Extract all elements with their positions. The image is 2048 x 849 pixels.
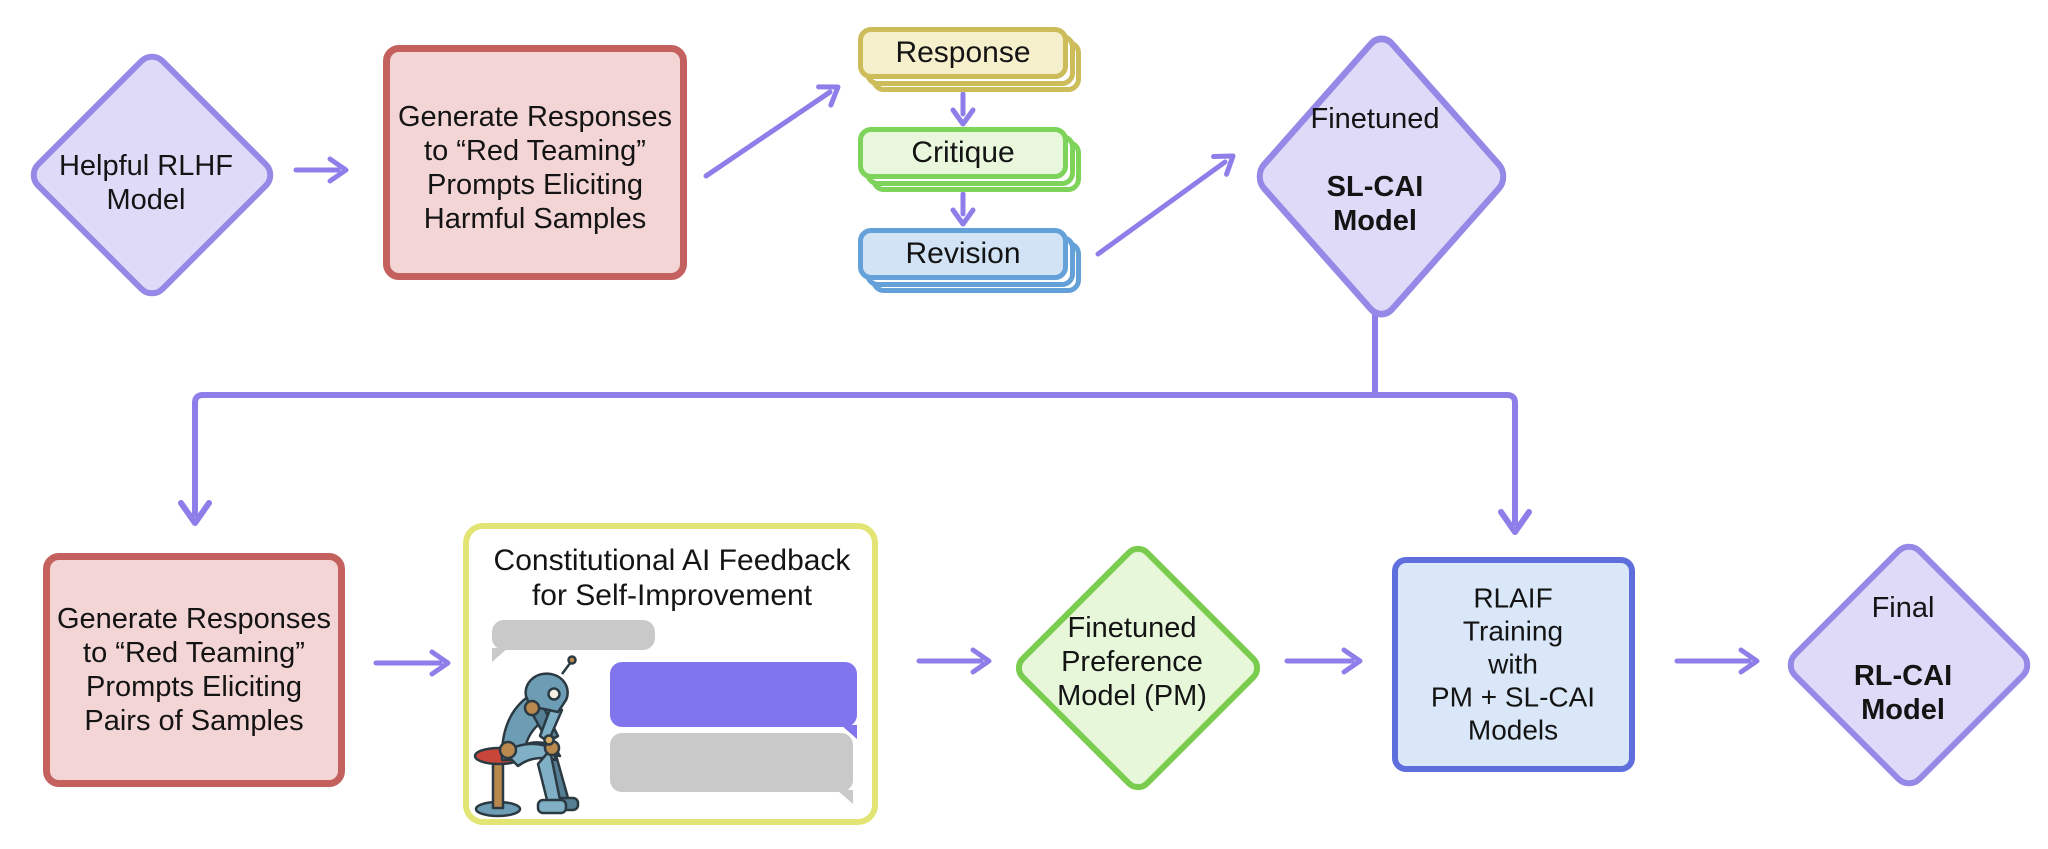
cai-feedback-title: Constitutional AI Feedback for Self-Impr… xyxy=(493,544,851,612)
arrow-feedback-to-pm xyxy=(916,647,992,675)
response-card-label: Response xyxy=(858,27,1068,79)
thinker-robot-illustration xyxy=(473,655,580,818)
arrow-pm-to-rlaif xyxy=(1284,647,1363,675)
node-generate-harmful-samples xyxy=(383,45,687,280)
arrow-pairs-to-feedback xyxy=(373,649,451,677)
chat-bubble-gray-prompt xyxy=(492,620,655,662)
critique-card-label: Critique xyxy=(858,127,1068,179)
chat-bubble-gray-revision xyxy=(610,733,853,804)
rlcai-line-name: RL-CAI Model xyxy=(1853,660,1953,726)
node-revision-cards: Revision xyxy=(858,228,1081,293)
finetuned-preference-model-label: Finetuned Preference Model (PM) xyxy=(1057,612,1207,712)
branch-slcai-to-bottom xyxy=(178,297,1532,535)
slcai-line-finetuned: Finetuned xyxy=(1310,103,1440,135)
arrow-critique-to-revision xyxy=(950,191,976,227)
arrow-rlhf-to-generate xyxy=(293,156,349,184)
arrow-rlaif-to-final xyxy=(1674,647,1760,675)
helpful-rlhf-model-label: Helpful RLHF Model xyxy=(58,150,234,216)
slcai-line-name: SL-CAI Model xyxy=(1326,171,1424,237)
rlaif-training-label: RLAIF Training with PM + SL-CAI Models xyxy=(1430,582,1596,746)
node-critique-cards: Critique xyxy=(858,127,1081,192)
final-rlcai-model-label: Final RL-CAI Model xyxy=(1854,557,1952,761)
revision-card-label: Revision xyxy=(858,228,1068,280)
arrow-revision-to-slcai xyxy=(1095,153,1236,257)
finetuned-slcai-model-label: Finetuned SL-CAI Model xyxy=(1311,68,1440,272)
node-generate-pairs-samples xyxy=(43,553,345,787)
chat-bubble-purple-response xyxy=(610,662,857,739)
node-response-cards: Response xyxy=(858,27,1081,92)
node-rlaif-training xyxy=(1392,557,1635,772)
generate-pairs-samples-label: Generate Responses to “Red Teaming” Prom… xyxy=(56,603,332,737)
arrow-response-to-critique xyxy=(950,91,976,127)
final-line: Final xyxy=(1871,592,1935,624)
arrow-generate-to-response xyxy=(703,84,841,179)
generate-harmful-samples-label: Generate Responses to “Red Teaming” Prom… xyxy=(397,101,673,235)
